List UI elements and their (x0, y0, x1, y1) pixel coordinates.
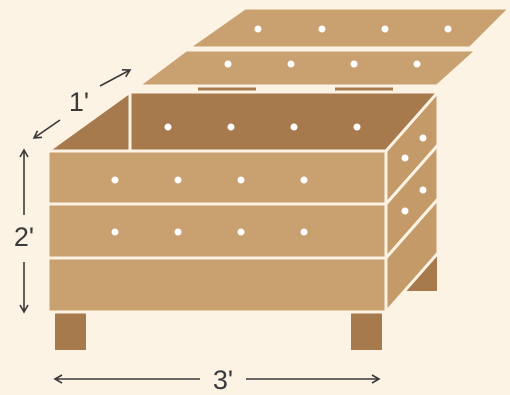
front-holes (111, 176, 308, 236)
hole (111, 228, 119, 236)
hole (174, 176, 182, 184)
width-label: 3' (213, 365, 233, 395)
hole (419, 186, 427, 194)
hole (111, 176, 119, 184)
height-label: 2' (14, 222, 34, 252)
hole (350, 60, 358, 68)
hole (237, 228, 245, 236)
front-board-bottom (46, 256, 388, 314)
hole (413, 60, 421, 68)
hole (237, 176, 245, 184)
leg-front-right (351, 311, 382, 350)
hole (224, 60, 232, 68)
hole (287, 60, 295, 68)
inner-back-wall (128, 90, 440, 153)
lid-board-front (136, 48, 479, 88)
hole (401, 207, 409, 215)
hole (353, 123, 361, 131)
hole (300, 176, 308, 184)
lid-board-back (186, 6, 510, 50)
hole (300, 228, 308, 236)
hole (444, 25, 452, 33)
depth-arrow-lower (32, 119, 61, 139)
leg-front-left (55, 311, 86, 350)
hole (318, 25, 326, 33)
hole (227, 123, 235, 131)
front-board-middle (46, 202, 388, 260)
hole (290, 123, 298, 131)
side-holes (401, 134, 427, 215)
hole (254, 25, 262, 33)
depth-arrow-upper (99, 68, 132, 87)
hole (419, 134, 427, 142)
hole (164, 123, 172, 131)
hinge-block-left (198, 86, 256, 94)
hinge-block-right (335, 86, 393, 94)
inner-holes (164, 123, 361, 131)
front-board-top (46, 149, 388, 206)
lid-holes (224, 25, 452, 68)
hole (401, 154, 409, 162)
depth-label: 1' (69, 87, 89, 117)
hole (381, 25, 389, 33)
hole (174, 228, 182, 236)
